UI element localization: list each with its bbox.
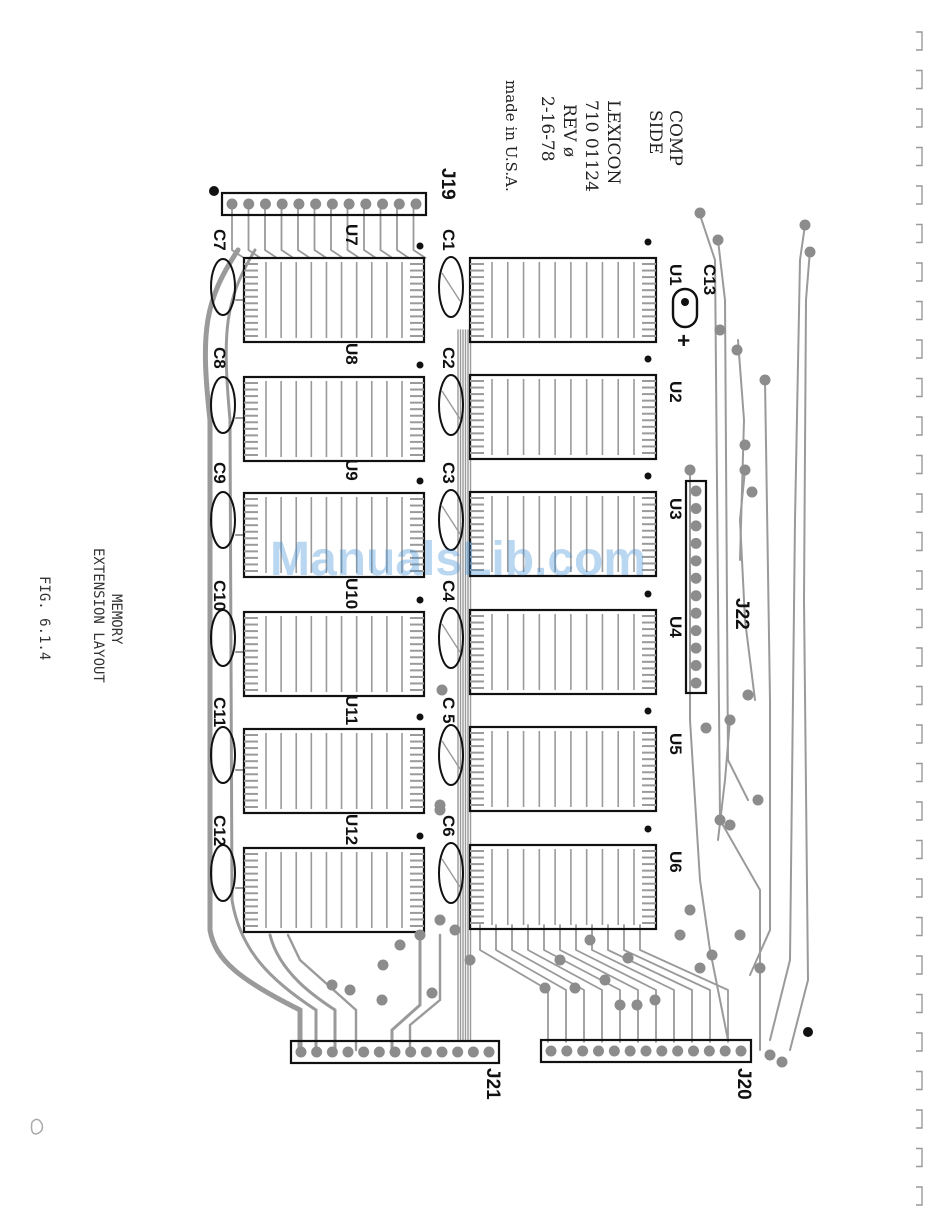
chip-u8-label: U8 bbox=[342, 343, 361, 365]
capacitor-c7 bbox=[211, 259, 235, 315]
caption-line-2: EXTENSION LAYOUT bbox=[90, 548, 106, 683]
chip-u4-label: U4 bbox=[666, 616, 685, 638]
capacitor-c13-label: C13 bbox=[700, 264, 719, 295]
caption-line-1: MEMORY bbox=[108, 594, 124, 645]
capacitor-label: C12 bbox=[210, 815, 229, 846]
capacitor-c1 bbox=[439, 257, 463, 317]
watermark-text: ManualsLib.com bbox=[270, 533, 646, 586]
chip-u2-label: U2 bbox=[666, 381, 685, 403]
capacitor-label: C11 bbox=[210, 697, 229, 727]
capacitor-label: C3 bbox=[439, 462, 458, 484]
capacitor-label: C10 bbox=[210, 580, 229, 611]
chip-u3-label: U3 bbox=[666, 498, 685, 520]
stamp-line-7: made in U.S.A. bbox=[502, 80, 520, 192]
chip-u12-label: U12 bbox=[342, 814, 361, 845]
chip-u9-label: U9 bbox=[342, 459, 361, 481]
stamp-line-5: REV ø bbox=[559, 104, 579, 157]
capacitor-c4 bbox=[439, 608, 463, 668]
chip-u8 bbox=[244, 362, 424, 462]
polarity-plus-sign: + bbox=[671, 334, 696, 347]
stamp-line-4: 710 01124 bbox=[581, 100, 601, 192]
capacitor-c6 bbox=[439, 843, 463, 903]
capacitor-label: C1 bbox=[439, 229, 458, 251]
connector-j21 bbox=[291, 1041, 499, 1063]
chip-u10 bbox=[244, 597, 424, 697]
connector-j20 bbox=[541, 1040, 751, 1062]
smudge-mark bbox=[32, 1119, 43, 1134]
stamp-line-3: LEXICON bbox=[603, 100, 623, 184]
capacitor-label: C9 bbox=[210, 462, 229, 484]
chip-u6 bbox=[470, 826, 656, 930]
connector-j22-label: J22 bbox=[731, 598, 752, 630]
chip-u7-label: U7 bbox=[342, 224, 361, 246]
chip-u11 bbox=[244, 714, 424, 814]
figure-caption: MEMORY EXTENSION LAYOUT FIG. 6.1.4 bbox=[36, 548, 124, 683]
figure-number: FIG. 6.1.4 bbox=[36, 576, 52, 660]
chip-u2 bbox=[470, 356, 656, 460]
chip-u5-label: U5 bbox=[666, 733, 685, 755]
capacitor-label: C 5 bbox=[439, 697, 458, 723]
connector-j19-label: J19 bbox=[437, 168, 458, 200]
chip-u7 bbox=[244, 243, 424, 343]
chip-u1-label: U1 bbox=[666, 264, 685, 286]
capacitor-label: C2 bbox=[439, 347, 458, 369]
capacitor-label: C8 bbox=[210, 347, 229, 369]
capacitor-c2 bbox=[439, 375, 463, 435]
capacitor-c5 bbox=[439, 725, 463, 785]
chip-u11-label: U11 bbox=[342, 695, 361, 725]
board-stamp: COMP SIDE LEXICON 710 01124 REV ø 2-16-7… bbox=[502, 80, 685, 192]
chip-u6-label: U6 bbox=[666, 851, 685, 873]
chip-u4 bbox=[470, 591, 656, 695]
chip-u5 bbox=[470, 708, 656, 812]
capacitor-label: C7 bbox=[210, 229, 229, 251]
stamp-line-6: 2-16-78 bbox=[537, 96, 557, 162]
stamp-line-2: SIDE bbox=[645, 110, 665, 154]
binder-margin-marks bbox=[912, 0, 942, 1222]
chip-u1 bbox=[470, 239, 656, 343]
connector-j19 bbox=[222, 193, 426, 215]
capacitor-c13 bbox=[673, 289, 697, 327]
capacitor-label: C6 bbox=[439, 815, 458, 837]
connector-j21-label: J21 bbox=[482, 1068, 503, 1100]
connector-j20-label: J20 bbox=[733, 1068, 754, 1100]
capacitor-c8 bbox=[211, 377, 235, 433]
stamp-line-1: COMP bbox=[665, 110, 685, 166]
chip-u12 bbox=[244, 833, 424, 933]
